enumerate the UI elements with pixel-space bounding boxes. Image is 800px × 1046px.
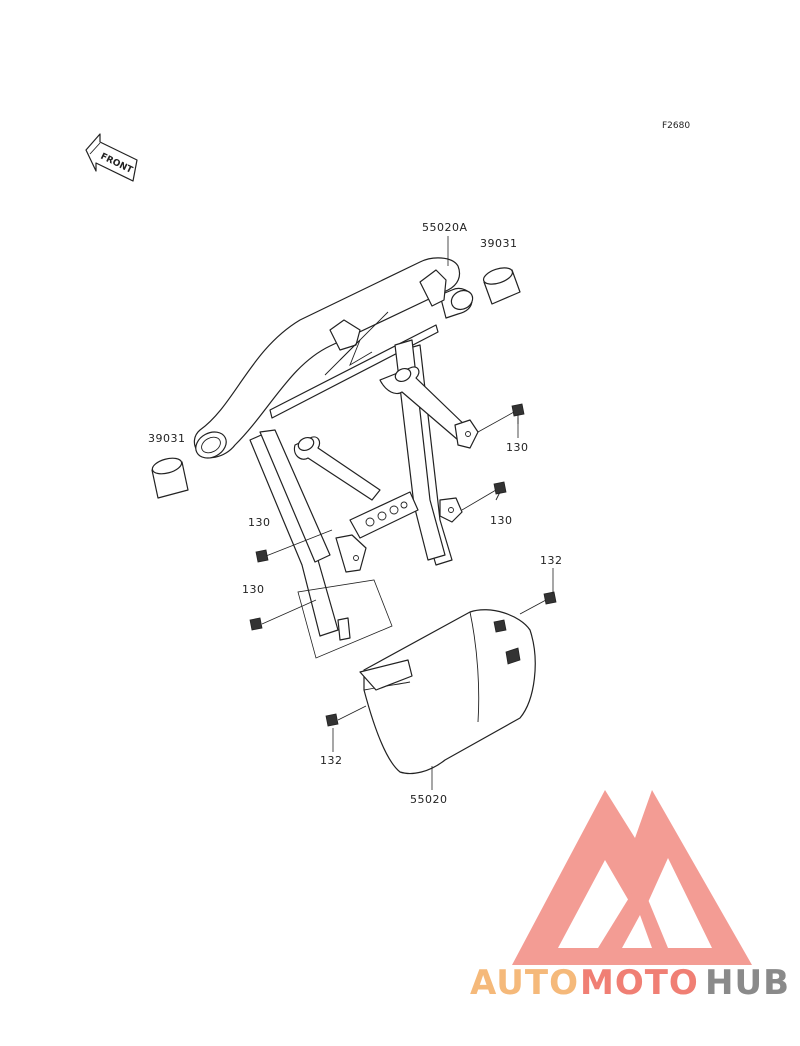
label-132-left: 132 <box>320 754 343 767</box>
ref-code: F2680 <box>662 121 690 131</box>
bolt-icon <box>249 617 263 631</box>
label-55020: 55020 <box>410 793 448 806</box>
label-130-left-upper: 130 <box>248 516 271 529</box>
automotohub-wordmark: AUTO MOTO HUB <box>470 963 790 1003</box>
wordmark-hub: HUB <box>705 963 790 1003</box>
bushing-right <box>482 267 521 305</box>
label-130-left-lower: 130 <box>242 583 265 596</box>
wordmark-auto: AUTO <box>470 963 579 1003</box>
bolt-icon <box>255 549 269 563</box>
cover-part <box>359 609 536 775</box>
front-arrow-icon: FRONT <box>85 133 138 182</box>
bolt-icon <box>543 591 557 605</box>
bolt-icon <box>325 713 339 727</box>
label-39031-left: 39031 <box>148 432 186 445</box>
leader-lines <box>261 236 554 790</box>
label-132-right: 132 <box>540 554 563 567</box>
label-39031-right: 39031 <box>480 237 518 250</box>
label-130-upper-right: 130 <box>506 441 529 454</box>
bushing-left <box>151 457 189 499</box>
wordmark-moto: MOTO <box>580 963 699 1003</box>
bolt-icon <box>493 481 507 501</box>
label-130-mid-right: 130 <box>490 514 513 527</box>
label-55020a: 55020A <box>422 221 468 234</box>
automotohub-logo <box>512 790 752 965</box>
frame-assembly <box>193 257 479 641</box>
